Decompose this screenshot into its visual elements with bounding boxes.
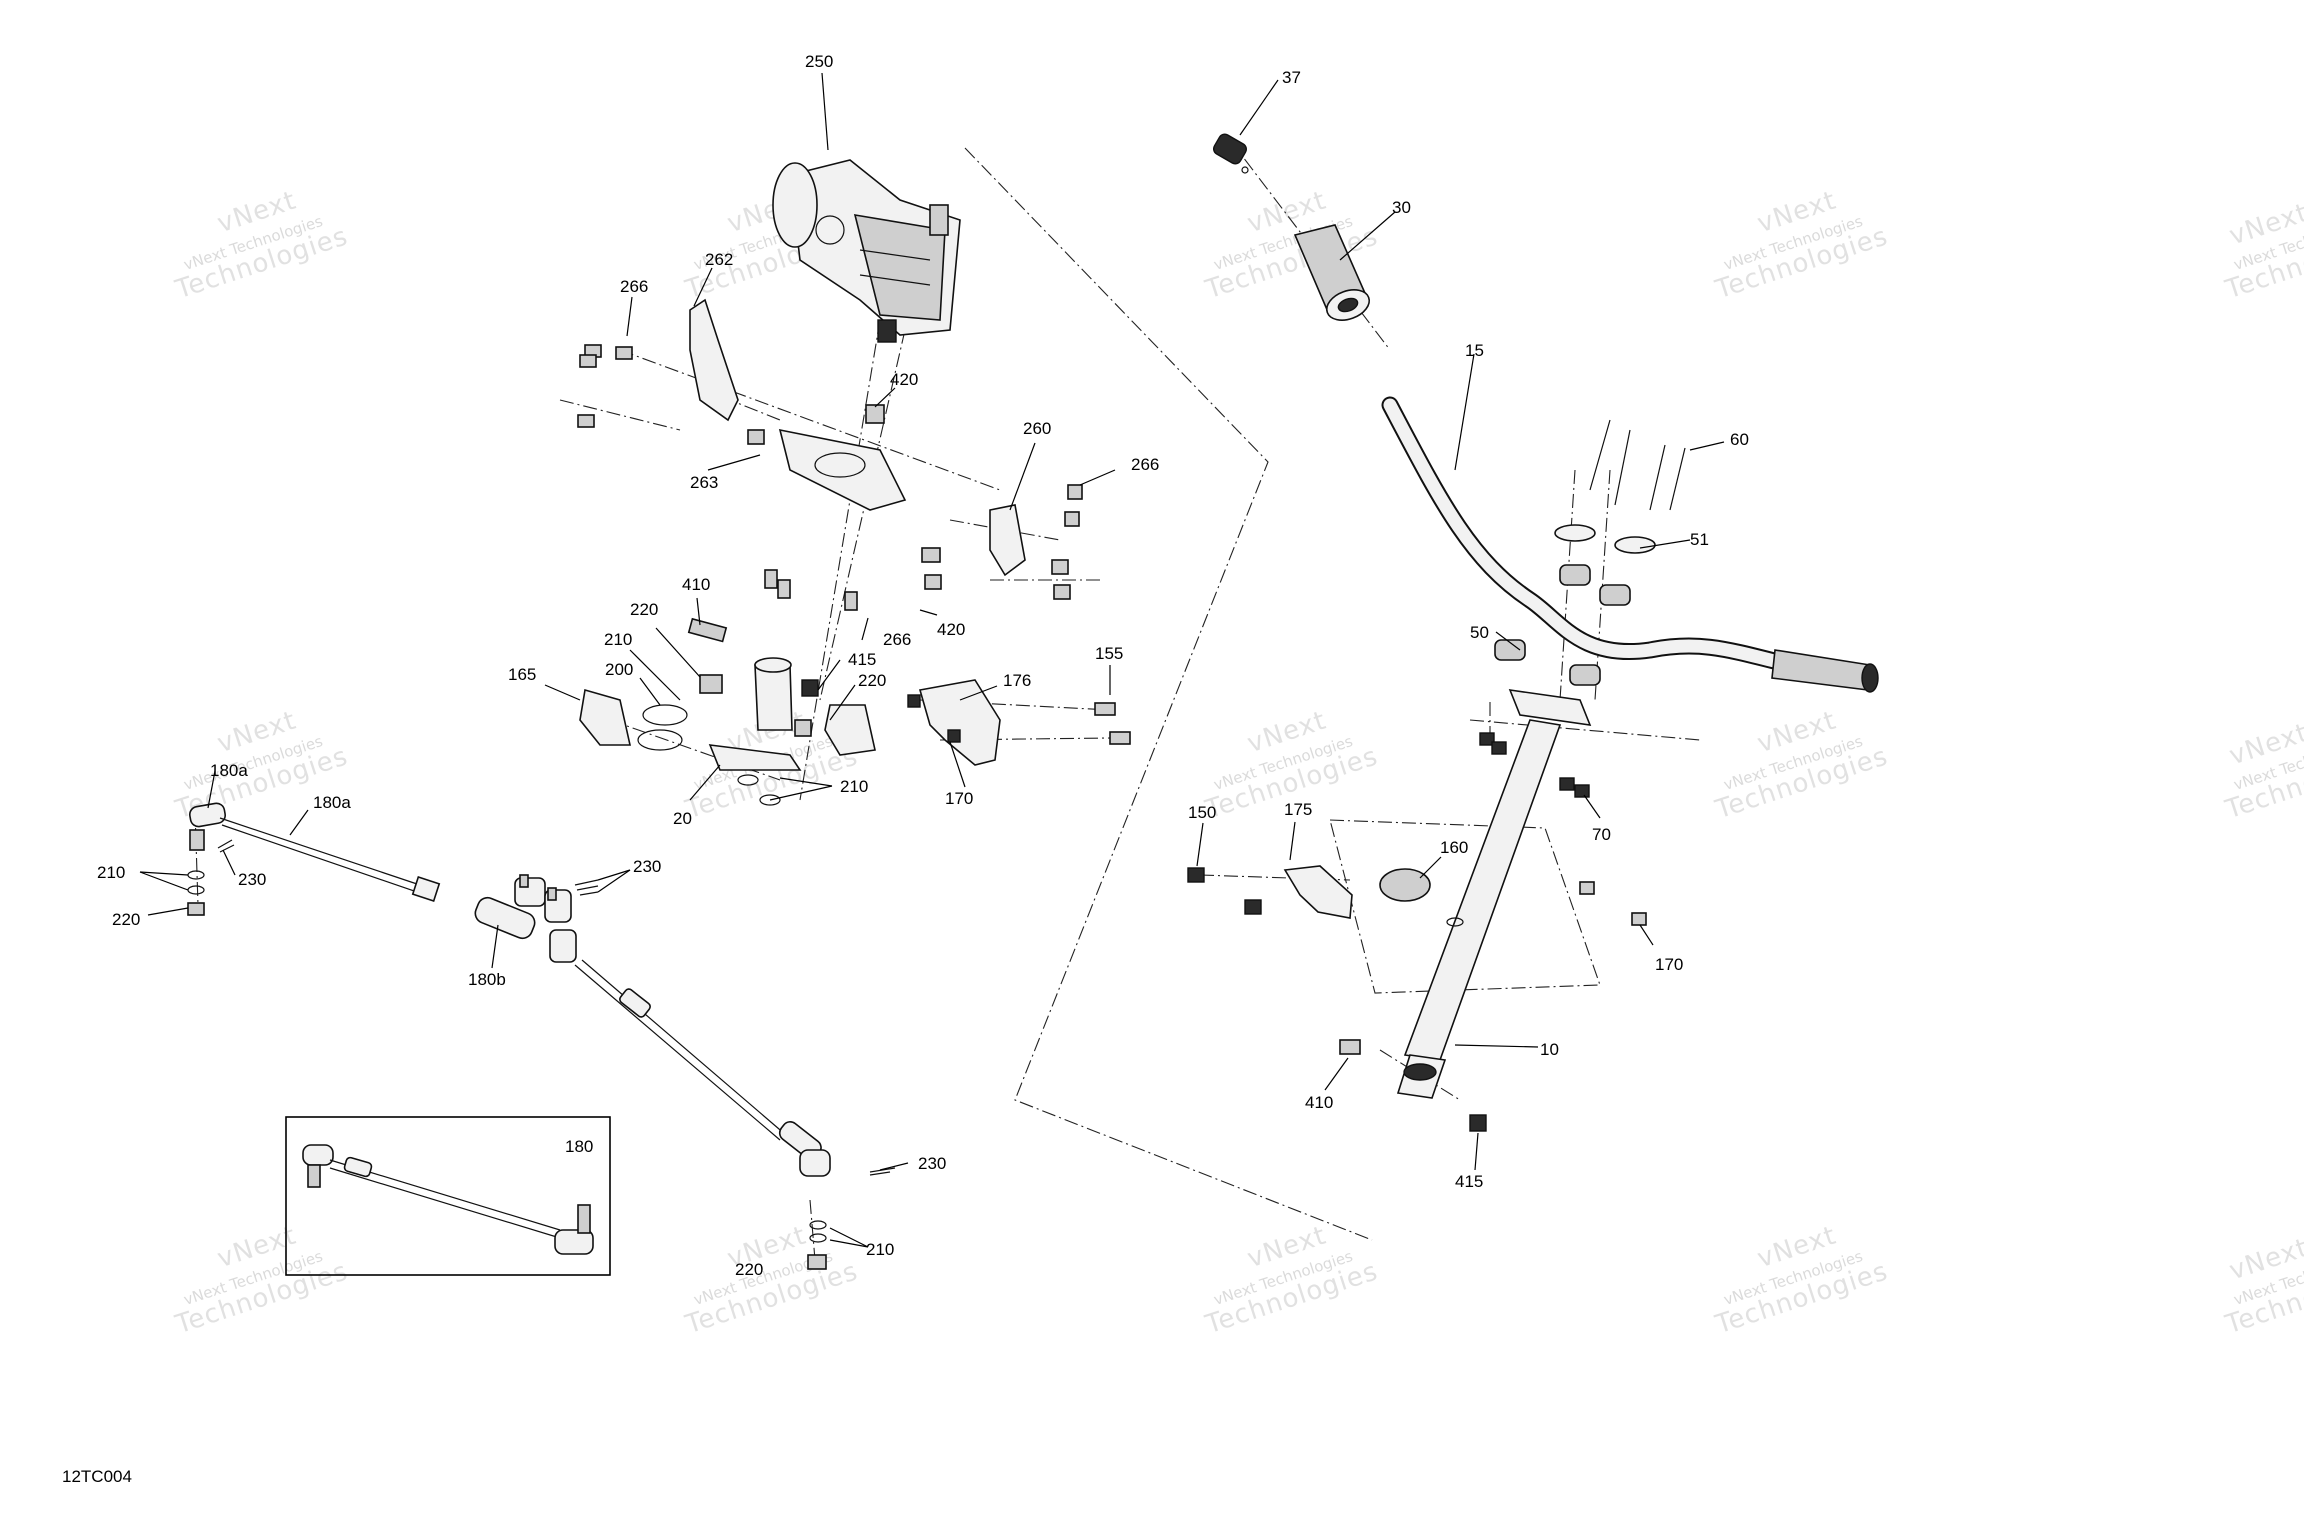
callout-176: 176 [1003,671,1031,690]
callout-160: 160 [1440,838,1468,857]
callout-260: 260 [1023,419,1051,438]
handlebar-15 [1381,396,1879,693]
callout-262: 262 [705,250,733,269]
callout-230-center: 230 [633,857,661,876]
callout-70: 70 [1592,825,1611,844]
leader-lines [139,72,1725,1248]
callout-180b: 180b [468,970,506,989]
callout-200: 200 [605,660,633,679]
callout-415-lower: 415 [1455,1172,1483,1191]
callout-210-lower: 210 [866,1240,894,1259]
center-link-180b [474,874,896,1270]
lower-column-parts [579,617,876,806]
steering-column-10 [1396,719,1562,1099]
callout-210-upper-left: 210 [604,630,632,649]
callout-420-upper: 420 [890,370,918,389]
callout-165: 165 [508,665,536,684]
callout-220-left: 220 [112,910,140,929]
callout-210-left: 210 [97,863,125,882]
callout-220-upper-left: 220 [630,600,658,619]
callout-266-upper-left: 266 [620,277,648,296]
callout-180a-first: 180a [210,761,248,780]
clamps-50-51 [1494,524,1656,726]
callout-420-lower: 420 [937,620,965,639]
tie-rod-180a [187,802,441,916]
callout-15: 15 [1465,341,1484,360]
callout-230-left: 230 [238,870,266,889]
nuts-70 [1479,732,1590,798]
cotter-pin-left [217,839,235,853]
bracket-262 [689,298,739,422]
callout-20: 20 [673,809,692,828]
assembly-boundary-left [964,147,1373,1241]
callout-410-upper: 410 [682,575,710,594]
inset-frame-180 [285,1116,611,1276]
callout-266-lower: 266 [883,630,911,649]
grip-30 [1293,224,1371,321]
callout-210-center: 210 [840,777,868,796]
callout-263: 263 [690,473,718,492]
callout-175: 175 [1284,800,1312,819]
callout-170-right: 170 [1655,955,1683,974]
assembly-boundary-column-bracket [1329,819,1601,994]
bracket-263 [778,428,907,511]
diagram-code: 12TC004 [62,1467,132,1486]
bolts-upper [577,344,1083,611]
callout-10: 10 [1540,1040,1559,1059]
callout-410-lower: 410 [1305,1093,1333,1112]
callout-415-upper: 415 [848,650,876,669]
callout-170-left: 170 [945,789,973,808]
callout-60: 60 [1730,430,1749,449]
column-bracket-175 [1187,865,1647,1132]
bracket-260 [989,504,1026,577]
grip-end-37 [1213,133,1249,174]
callout-51: 51 [1690,530,1709,549]
callout-50: 50 [1470,623,1489,642]
callout-180: 180 [565,1137,593,1156]
bracket-176 [918,679,1001,766]
inset-tie-rod-180 [302,1144,594,1255]
callout-labels: 250 262 266 263 420 260 266 420 266 410 … [97,52,1749,1279]
callout-155: 155 [1095,644,1123,663]
callout-220-upper-right: 220 [858,671,886,690]
callout-30: 30 [1392,198,1411,217]
callout-250: 250 [805,52,833,71]
cotter-pins-center [574,879,599,896]
callout-220-lower: 220 [735,1260,763,1279]
callout-150: 150 [1188,803,1216,822]
callout-266-right: 266 [1131,455,1159,474]
watermark-group: vNext vNext Technologies Technologies vN… [171,186,2304,1341]
callout-37: 37 [1282,68,1301,87]
callout-230-lower: 230 [918,1154,946,1173]
power-steering-unit [772,159,961,343]
callout-180a-second: 180a [313,793,351,812]
bolts-60 [1589,419,1686,511]
